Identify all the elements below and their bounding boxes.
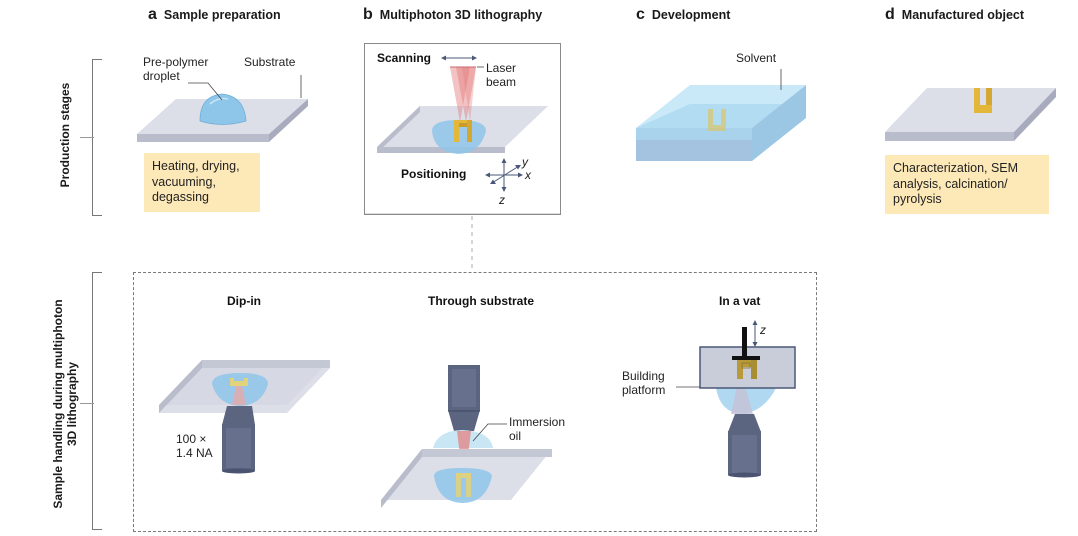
dip-in-objective <box>222 406 255 474</box>
panel-c-title-text: Development <box>651 8 731 22</box>
immersion-oil-line2: oil <box>509 429 522 443</box>
building-platform-line2: platform <box>622 383 666 397</box>
vat-building-platform <box>732 327 760 379</box>
objective-spec-line2: 1.4 NA <box>176 446 213 460</box>
substrate-label: Substrate <box>244 55 296 69</box>
building-platform-line1: Building <box>622 369 665 383</box>
immersion-oil-line1: Immersion <box>509 415 566 429</box>
droplet-label-line2: droplet <box>143 69 180 83</box>
panel-c-title: c Development <box>636 6 730 24</box>
manufactured-structure <box>974 88 992 113</box>
axis-x-label: x <box>525 168 531 182</box>
bracket-handling <box>92 272 102 530</box>
scanning-label: Scanning <box>377 51 432 65</box>
xyz-axes-icon <box>485 158 523 192</box>
panel-b-title: b Multiphoton 3D lithography <box>363 6 542 24</box>
positioning-label: Positioning <box>401 167 467 181</box>
sample-handling-frame <box>133 272 817 532</box>
panel-d-title-text: Manufactured object <box>901 8 1025 22</box>
laser-label-line2: beam <box>486 75 517 89</box>
droplet-a <box>199 93 247 125</box>
droplet-label-line1: Pre-polymer <box>143 55 209 69</box>
through-substrate-droplet <box>434 468 492 503</box>
printed-structure-c <box>708 109 726 131</box>
scanning-arrow-icon <box>441 55 477 61</box>
panel-a-title-text: Sample preparation <box>163 8 281 22</box>
panel-a-note-line3: degassing <box>152 190 209 204</box>
axis-z-label: z <box>499 193 505 207</box>
solvent-bath <box>636 85 806 161</box>
panel-d-note-line1: Characterization, SEM <box>893 161 1019 175</box>
panel-a-note-line2: vacuuming, <box>152 174 216 189</box>
bracket-tick-handling <box>80 403 94 404</box>
through-substrate-objective <box>448 365 480 431</box>
panel-d-note-line2: analysis, calcination/ <box>893 176 1008 191</box>
axis-y-label: y <box>522 155 528 169</box>
in-vat-title: In a vat <box>719 294 761 308</box>
droplet-leader-line <box>188 82 223 101</box>
panel-b-frame <box>364 43 561 215</box>
printed-structure-b <box>454 120 472 142</box>
objective-spec-label: 100 × 1.4 NA <box>176 432 213 460</box>
vat-objective <box>728 414 761 478</box>
building-platform-label: Building platform <box>622 369 665 397</box>
vat-container <box>699 346 796 389</box>
droplet-label: Pre-polymer droplet <box>143 55 208 83</box>
panel-d-letter: d <box>885 6 895 23</box>
substrate-d <box>885 88 1056 141</box>
vat-light-cone <box>716 386 776 414</box>
panel-a-title: a Sample preparation <box>148 6 281 24</box>
dip-in-title: Dip-in <box>227 294 261 308</box>
objective-spec-line1: 100 × <box>176 432 207 446</box>
laser-label: Laser beam <box>486 61 516 89</box>
oil-leader-line <box>472 423 507 442</box>
dip-in-droplet <box>212 373 268 406</box>
panel-b-letter: b <box>363 6 373 23</box>
panel-b-title-text: Multiphoton 3D lithography <box>379 8 543 22</box>
through-substrate-title: Through substrate <box>428 294 535 308</box>
panel-a-letter: a <box>148 6 157 23</box>
laser-beam <box>450 66 476 122</box>
solvent-label: Solvent <box>736 51 777 65</box>
immersion-oil-label: Immersion oil <box>509 415 565 443</box>
panel-a-note: Heating, drying, vacuuming, degassing <box>144 153 260 212</box>
vat-axis-z-label: z <box>760 323 766 337</box>
laser-label-line1: Laser <box>486 61 517 75</box>
panel-d-note: Characterization, SEM analysis, calcinat… <box>885 155 1049 214</box>
bracket-tick-production <box>80 137 94 138</box>
panel-c-letter: c <box>636 6 645 23</box>
panel-d-note-line3: pyrolysis <box>893 192 942 206</box>
panel-d-title: d Manufactured object <box>885 6 1024 24</box>
panel-a-note-line1: Heating, drying, <box>152 159 240 173</box>
vat-z-arrow-icon <box>752 320 758 347</box>
